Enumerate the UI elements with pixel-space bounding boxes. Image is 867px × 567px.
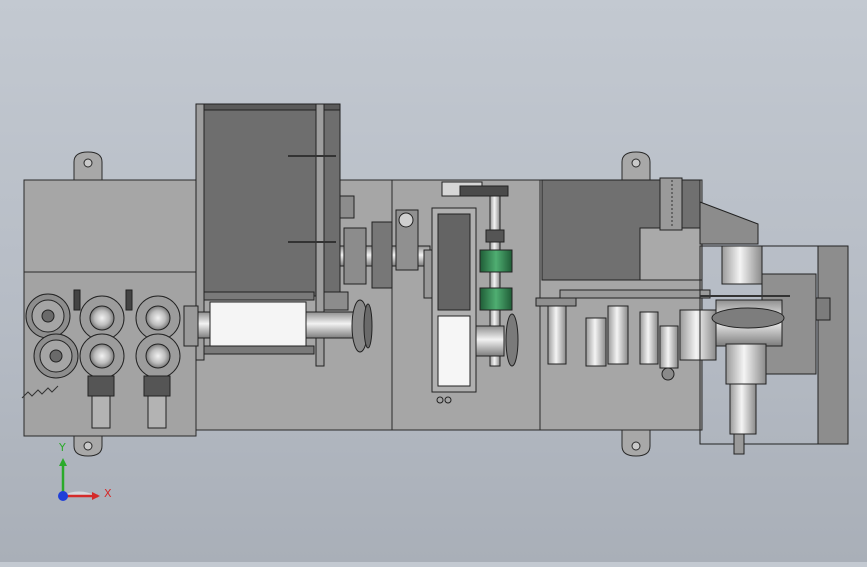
center-panel [423,181,483,404]
pneumatic-cylinders [535,289,717,381]
left-roller-module [21,289,181,429]
drive-assembly [699,201,849,455]
triad-x-label: X [104,487,112,500]
hopper-frame [195,103,355,367]
drum-assembly [183,291,373,355]
triad-y-label: Y [59,441,66,454]
coupling-shaft [339,209,431,289]
coordinate-triad [58,458,100,501]
z-axis-dot [58,491,68,501]
right-control-box [541,177,703,281]
green-coupling-shaft [459,185,519,367]
